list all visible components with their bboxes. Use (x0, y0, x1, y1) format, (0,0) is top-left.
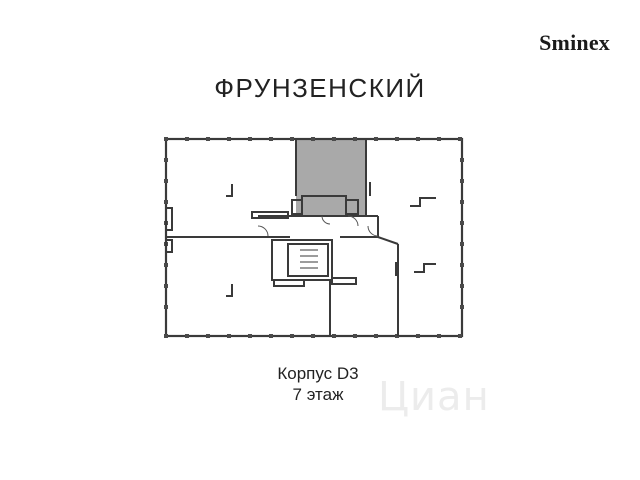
column (206, 137, 210, 141)
column (458, 137, 462, 141)
column (395, 137, 399, 141)
interior-walls (165, 139, 399, 336)
column (206, 334, 210, 338)
column (269, 137, 273, 141)
column (227, 137, 231, 141)
column (332, 334, 336, 338)
column (164, 200, 168, 204)
column (353, 334, 357, 338)
column (374, 334, 378, 338)
column (437, 137, 441, 141)
column (290, 137, 294, 141)
column (460, 221, 464, 225)
column (185, 334, 189, 338)
column (311, 334, 315, 338)
column (416, 334, 420, 338)
column (437, 334, 441, 338)
complex-title: ФРУНЗЕНСКИЙ (214, 73, 426, 103)
brand-logo: Sminex (539, 30, 610, 55)
column (248, 334, 252, 338)
column (416, 137, 420, 141)
column (460, 158, 464, 162)
building-caption: Корпус D3 (277, 364, 359, 383)
column (248, 137, 252, 141)
watermark: Циан (378, 374, 490, 420)
column (185, 137, 189, 141)
column (164, 305, 168, 309)
column (164, 158, 168, 162)
door-swings (257, 215, 379, 237)
column (460, 263, 464, 267)
column (164, 284, 168, 288)
column (164, 334, 168, 338)
column (460, 284, 464, 288)
column (311, 137, 315, 141)
fixtures (226, 182, 436, 297)
column (164, 263, 168, 267)
column (269, 334, 273, 338)
column (332, 137, 336, 141)
column (353, 137, 357, 141)
column (374, 137, 378, 141)
facade-columns (164, 137, 464, 338)
column (458, 334, 462, 338)
column (164, 137, 168, 141)
highlighted-apartment[interactable] (296, 139, 366, 216)
column (460, 179, 464, 183)
column (164, 179, 168, 183)
column (227, 334, 231, 338)
column (460, 200, 464, 204)
floor-caption: 7 этаж (292, 385, 344, 404)
column (290, 334, 294, 338)
column (460, 305, 464, 309)
column (460, 242, 464, 246)
